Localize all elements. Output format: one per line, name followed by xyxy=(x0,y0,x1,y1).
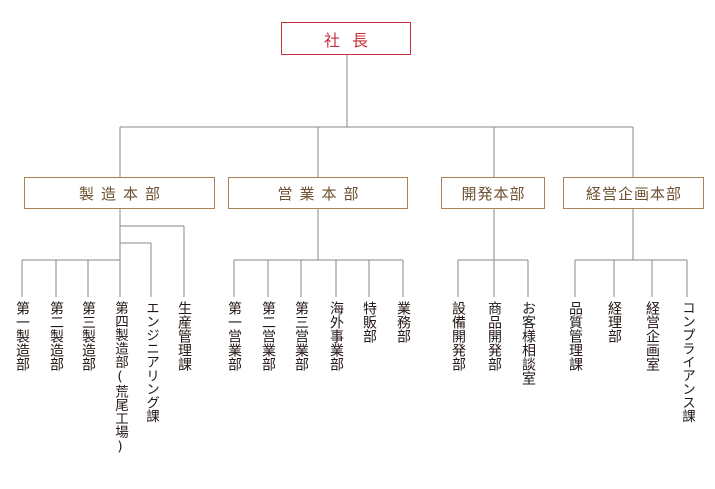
department-label: 生産管理課 xyxy=(176,301,192,371)
division-label-manufacturing: 製造本部 xyxy=(78,184,167,203)
department-label: 第二営業部 xyxy=(260,301,276,371)
ceo-box: 社長 xyxy=(281,22,411,55)
division-box-development: 開発本部 xyxy=(441,177,545,209)
department-label: 第三製造部 xyxy=(80,301,96,371)
department-label: 特販部 xyxy=(361,301,377,343)
department-label: 海外事業部 xyxy=(328,301,344,371)
department-label: 第一製造部 xyxy=(14,301,30,371)
department-label: 商品開発部 xyxy=(486,301,502,371)
department-label: 設備開発部 xyxy=(450,301,466,371)
department-label: 第三営業部 xyxy=(293,301,309,371)
ceo-label: 社長 xyxy=(323,30,380,50)
division-box-manufacturing: 製造本部 xyxy=(24,177,215,209)
department-label: 経理部 xyxy=(606,301,622,343)
department-label: 第二製造部 xyxy=(48,301,64,371)
department-label: お客様相談室 xyxy=(520,301,536,385)
division-box-planning: 経営企画本部 xyxy=(563,177,704,209)
department-label: 品質管理課 xyxy=(567,301,583,371)
division-label-development: 開発本部 xyxy=(461,184,526,203)
department-label: エンジニアリング課 xyxy=(143,301,159,423)
department-label: 第四製造部(荒尾工場) xyxy=(112,301,128,455)
department-label: 業務部 xyxy=(395,301,411,343)
division-box-sales: 営業本部 xyxy=(228,177,408,209)
department-label: コンプライアンス課 xyxy=(679,301,695,423)
division-label-planning: 経営企画本部 xyxy=(585,184,682,203)
division-label-sales: 営業本部 xyxy=(277,184,366,203)
department-label: 経営企画室 xyxy=(644,301,660,371)
department-label: 第一営業部 xyxy=(226,301,242,371)
